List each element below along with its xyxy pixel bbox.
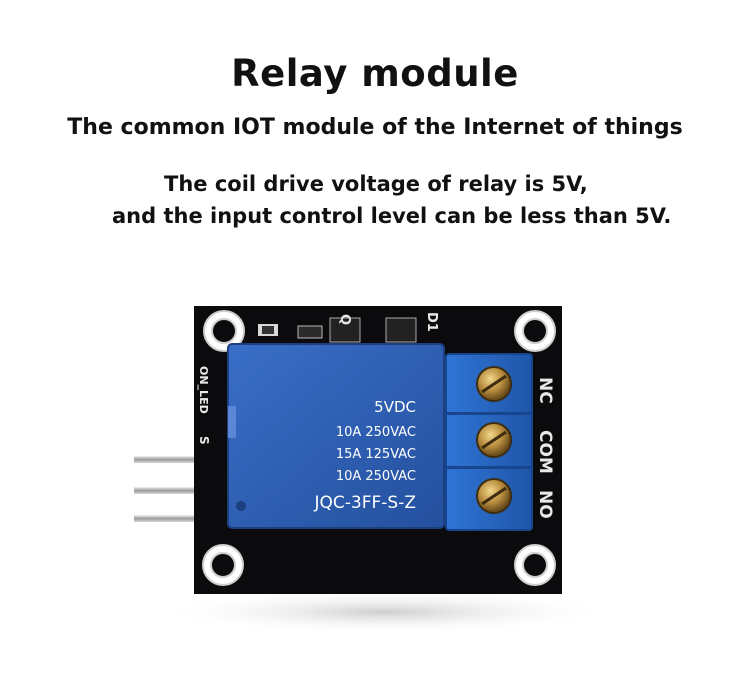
terminal-label-com: COM xyxy=(535,430,555,474)
silk-label-s: S xyxy=(197,436,211,445)
silk-label-on-led: ON_LED xyxy=(197,366,210,414)
description-line-1: The coil drive voltage of relay is 5V, xyxy=(164,172,588,196)
relay-rating-2: 15A 125VAC xyxy=(336,447,416,462)
relay-voltage-label: 5VDC xyxy=(374,398,416,416)
silk-label-d1: D1 xyxy=(424,312,439,332)
screw-terminal-block xyxy=(445,353,533,531)
relay-rating-3: 10A 250VAC xyxy=(336,469,416,484)
silk-label-q: Q xyxy=(337,314,352,325)
relay-model-label: JQC-3FF-S-Z xyxy=(314,493,416,513)
terminal-label-no: NO xyxy=(535,490,555,519)
relay-rating-1: 10A 250VAC xyxy=(336,425,416,440)
page-title: Relay module xyxy=(231,52,519,95)
terminal-label-nc: NC xyxy=(535,377,555,404)
smd-components xyxy=(258,317,417,343)
description-line-2: and the input control level can be less … xyxy=(112,204,672,228)
mounting-holes xyxy=(202,310,556,586)
page-subtitle: The common IOT module of the Internet of… xyxy=(67,115,683,140)
board-shadow xyxy=(155,590,615,634)
